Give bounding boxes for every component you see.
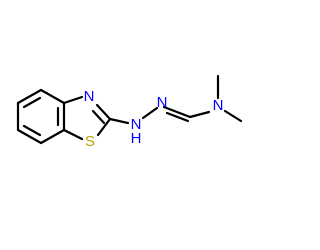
structure-canvas: N S N H N N xyxy=(16,74,243,150)
bond xyxy=(62,128,84,141)
atom-label-n-dimethyl: N xyxy=(213,97,224,114)
bond xyxy=(162,105,192,119)
thiazole-ring xyxy=(62,95,112,141)
bond xyxy=(39,128,66,145)
atom-label-h: H xyxy=(131,130,142,147)
atom-label-nh: N xyxy=(131,116,142,133)
bond xyxy=(62,95,84,105)
bond xyxy=(96,117,112,137)
double-bond-inner xyxy=(22,124,42,137)
benzene-ring xyxy=(16,88,66,145)
bond xyxy=(108,117,130,125)
double-bond-inner xyxy=(91,109,106,125)
bond xyxy=(188,110,211,119)
double-bond-inner xyxy=(22,96,42,109)
hydrazone-chain xyxy=(108,74,243,125)
atom-label-s: S xyxy=(85,133,95,150)
double-bond xyxy=(165,111,190,123)
molecule-diagram: N S N H N N xyxy=(16,74,243,150)
bond xyxy=(95,103,112,121)
bond xyxy=(16,88,43,105)
atom-label-n-hydrazone: N xyxy=(157,94,168,111)
bond xyxy=(39,88,66,105)
atom-label-n: N xyxy=(84,88,95,105)
bond xyxy=(223,109,243,123)
bond xyxy=(16,128,43,145)
bond xyxy=(141,106,159,120)
